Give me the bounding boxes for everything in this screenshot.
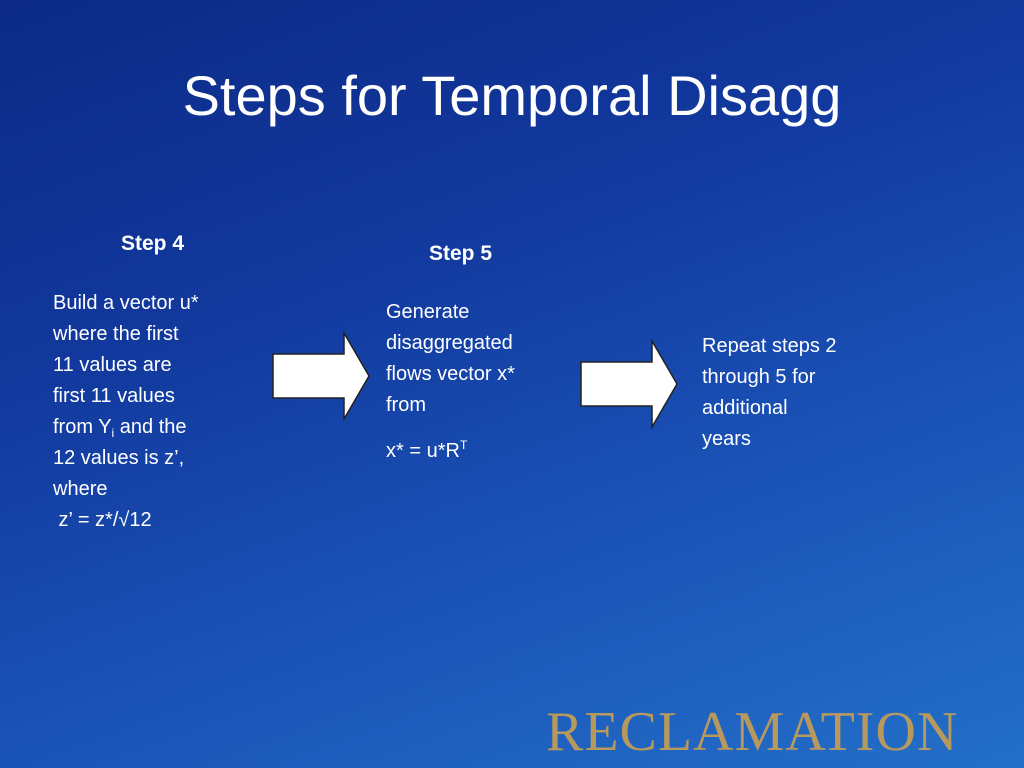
step4-line: 11 values are: [53, 354, 172, 376]
repeat-description: Repeat steps 2 through 5 for additional …: [702, 331, 882, 455]
slide-title: Steps for Temporal Disagg: [182, 64, 842, 127]
step4-line: where the first: [53, 323, 179, 345]
reclamation-logo: RECLAMATION: [546, 701, 959, 763]
repeat-line: through 5 for: [702, 366, 816, 388]
step5-line: Generate: [386, 301, 470, 323]
step5-formula: x* = u*RT: [386, 436, 566, 467]
step5-label: Step 5: [429, 242, 493, 265]
right-arrow-icon: [580, 338, 678, 430]
formula-text: x* = u*R: [386, 440, 460, 462]
repeat-line: years: [702, 428, 751, 450]
step4-line: Build a vector u*: [53, 292, 199, 314]
step4-subscript: i: [111, 426, 115, 440]
step4-line: where: [53, 478, 108, 500]
right-arrow-icon: [272, 330, 370, 422]
step4-line: 12 values is z’,: [53, 447, 185, 469]
step4-text-fragment: from Y: [53, 416, 112, 438]
step5-description: Generate disaggregated flows vector x* f…: [386, 297, 566, 421]
step5-line: disaggregated: [386, 332, 513, 354]
step4-label: Step 4: [121, 232, 185, 255]
step4-line: z’ = z*/√12: [53, 509, 152, 531]
step4-text-fragment: and the: [114, 416, 187, 438]
step4-description: Build a vector u* where the first 11 val…: [53, 288, 263, 536]
step4-line: first 11 values: [53, 385, 175, 407]
step4-line: from Yi and the: [53, 412, 263, 443]
step5-line: flows vector x*: [386, 363, 515, 385]
repeat-line: Repeat steps 2: [702, 335, 837, 357]
step5-line: from: [386, 394, 426, 416]
repeat-line: additional: [702, 397, 788, 419]
formula-superscript: T: [459, 438, 468, 452]
